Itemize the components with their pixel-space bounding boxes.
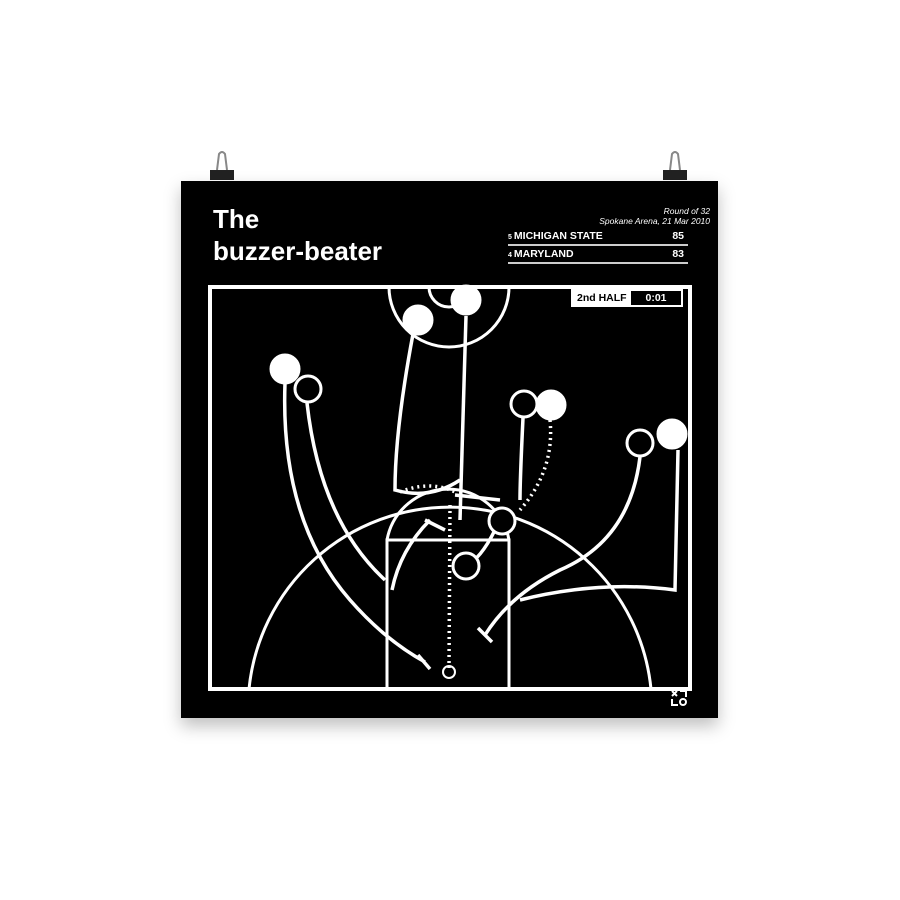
defense-player-marker [487, 506, 517, 536]
brand-logo-icon [671, 690, 687, 706]
offense-player-marker [450, 284, 482, 316]
game-clock-panel: 2nd HALF 0:01 [571, 289, 683, 307]
binder-clip-icon [210, 151, 234, 180]
defense-player-marker [625, 428, 655, 458]
game-info: Round of 32 Spokane Arena, 21 Mar 2010 [599, 206, 710, 226]
binder-clip-icon [663, 151, 687, 180]
title-line-2: buzzer-beater [213, 236, 383, 266]
team-name: MICHIGAN STATE [513, 230, 603, 242]
round-label: Round of 32 [663, 206, 710, 216]
players [269, 284, 688, 581]
team-seed: 4 [508, 252, 512, 259]
offense-player-marker [402, 304, 434, 336]
period-label: 2nd HALF [577, 292, 627, 304]
defense-player-marker [451, 551, 481, 581]
poster-title: The buzzer-beater [213, 203, 382, 267]
team-name: MARYLAND [513, 248, 574, 260]
offense-player-marker [656, 418, 688, 450]
team-score: 85 [672, 230, 684, 242]
play-paths [282, 315, 680, 671]
offense-player-marker [269, 353, 301, 385]
team-seed: 5 [508, 234, 512, 241]
poster: The buzzer-beater Round of 32 Spokane Ar… [181, 181, 718, 718]
team-score: 83 [672, 248, 684, 260]
title-line-1: The [213, 204, 260, 234]
clock-label: 0:01 [631, 291, 681, 305]
defense-player-marker [293, 374, 323, 404]
court-diagram [208, 284, 692, 691]
venue-label: Spokane Arena, 21 Mar 2010 [599, 216, 710, 226]
offense-player-marker [535, 389, 567, 421]
defense-player-marker [509, 389, 539, 419]
court-lines [208, 285, 692, 691]
